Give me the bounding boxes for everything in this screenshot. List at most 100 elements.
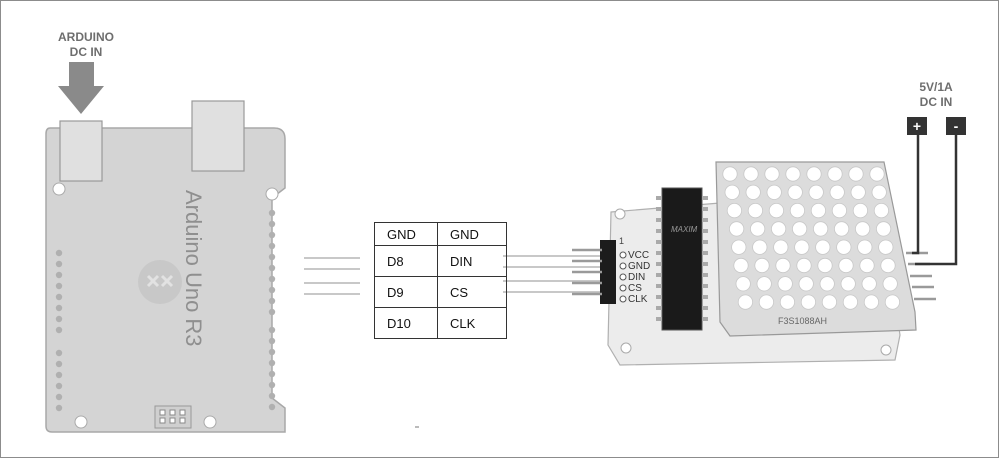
header-pin [268, 231, 276, 239]
chip-pin [702, 317, 708, 321]
icsp-pin [159, 409, 166, 416]
header-pin [268, 242, 276, 250]
plus-terminal: + [907, 117, 927, 135]
mount-hole [265, 187, 279, 201]
icsp-pins [159, 409, 186, 424]
module-pin-label: CS [628, 283, 642, 294]
header-pin [55, 360, 63, 368]
chip-pin [702, 273, 708, 277]
led [768, 203, 785, 219]
header-pin [268, 359, 276, 367]
external-power-label-line2: DC IN [919, 95, 953, 109]
led [878, 239, 894, 255]
icsp-pin [159, 417, 166, 424]
external-power-wires [912, 135, 958, 266]
chip-pin [656, 207, 662, 211]
minus-terminal-symbol: - [954, 118, 959, 134]
minus-terminal-box [946, 117, 966, 135]
gnd-wire [915, 135, 958, 266]
led [745, 184, 761, 200]
header-pin [268, 403, 276, 411]
led [785, 166, 801, 182]
led [829, 184, 845, 200]
led [880, 257, 896, 274]
icsp-pin [169, 409, 176, 416]
header-pin [268, 264, 276, 272]
led [815, 239, 831, 255]
chip-pin [702, 295, 708, 299]
module-pad [619, 251, 627, 259]
right-header-pins [268, 209, 276, 411]
module-pin-cell: GND [437, 222, 507, 246]
led [808, 184, 824, 200]
icsp-pin [179, 417, 186, 424]
matrix-part-number: F3S1088AH [778, 316, 827, 326]
led [733, 257, 749, 274]
led [869, 166, 885, 182]
led [754, 257, 770, 274]
header-pin [55, 404, 63, 412]
chip-pin [702, 306, 708, 310]
led [731, 239, 747, 255]
mount-hole [880, 344, 892, 356]
mount-hole [74, 415, 88, 429]
led [873, 203, 890, 219]
module-wires [503, 255, 600, 293]
header-pin [55, 249, 63, 257]
chip-pin [656, 251, 662, 255]
led [842, 294, 859, 310]
led [791, 221, 808, 237]
led [758, 294, 775, 310]
header-pin [55, 260, 63, 268]
led [789, 203, 806, 219]
led [871, 184, 887, 200]
arduino-dc-in-label-line2: DC IN [69, 45, 103, 59]
led [794, 239, 810, 255]
header-pin [268, 348, 276, 356]
header-pin [55, 315, 63, 323]
led-grid [722, 166, 901, 310]
external-power-label: 5V/1A DC IN [905, 80, 967, 110]
module-pin-label: CLK [628, 294, 648, 305]
led [747, 203, 764, 219]
header-pin [55, 393, 63, 401]
module-pin-cell: CLK [437, 307, 507, 339]
arduino-pin-cell: D9 [374, 276, 438, 308]
mount-hole [614, 208, 626, 220]
module-pin-cell: DIN [437, 245, 507, 277]
chip-pin [656, 196, 662, 200]
led [819, 276, 835, 292]
module-pad [619, 284, 627, 292]
usb-port [191, 100, 245, 172]
left-header-pins [55, 249, 63, 412]
arduino-pin-cell: GND [374, 222, 438, 246]
led [777, 276, 793, 292]
arduino-logo-infinity-icon [146, 274, 174, 288]
module-pad [619, 262, 627, 270]
led [735, 276, 751, 292]
chip-pin [702, 262, 708, 266]
led [850, 184, 866, 200]
input-header-pins [572, 248, 602, 296]
chip-pin [656, 306, 662, 310]
input-header [600, 240, 616, 304]
header-pin [55, 326, 63, 334]
plus-terminal-symbol: + [913, 118, 921, 134]
chip-pin [656, 240, 662, 244]
icsp-pin [179, 409, 186, 416]
led [884, 294, 901, 310]
led [875, 221, 892, 237]
led [857, 239, 873, 255]
led [833, 221, 850, 237]
header-pin [268, 381, 276, 389]
led [836, 239, 852, 255]
chip-pin [656, 295, 662, 299]
led [827, 166, 843, 182]
led [764, 166, 780, 182]
arduino-dc-in-label: ARDUINO DC IN [46, 30, 126, 60]
header-pin [55, 304, 63, 312]
header-pin [268, 253, 276, 261]
